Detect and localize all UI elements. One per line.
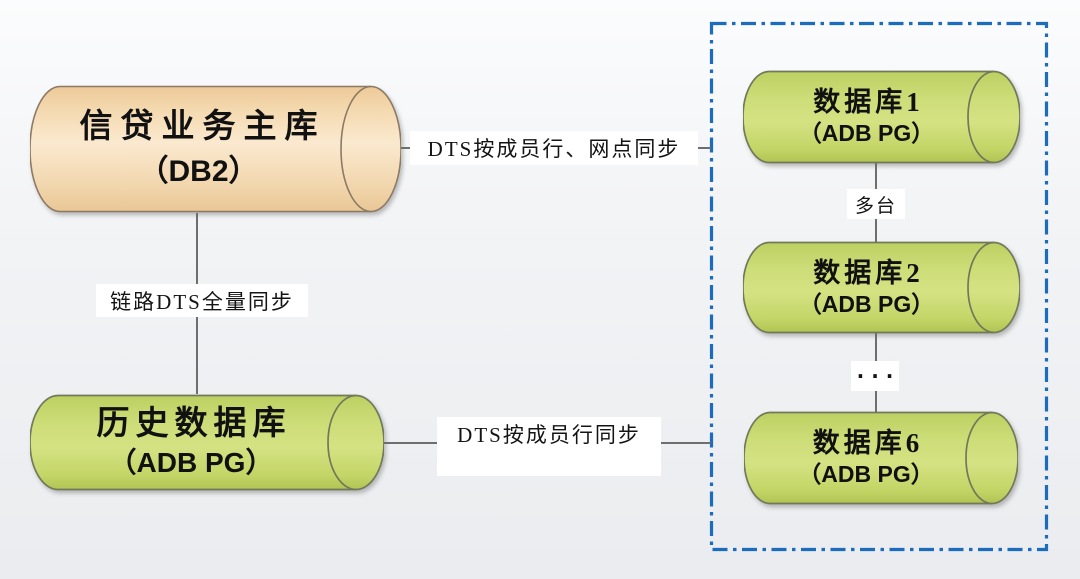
cylinder-shape (30, 394, 384, 491)
node-credit-master-db: 信贷业务主库 （DB2） (30, 85, 401, 213)
node-db6-subtitle: （ADB PG） (798, 461, 934, 488)
node-db1: 数据库1 （ADB PG） (743, 70, 1020, 164)
node-db2-subtitle: （ADB PG） (798, 290, 935, 317)
node-credit-master-subtitle: （DB2） (138, 154, 259, 188)
edge-label-full-sync: 链路DTS全量同步 (96, 284, 308, 317)
node-db2: 数据库2 （ADB PG） (743, 241, 1020, 334)
node-credit-master-title: 信贷业务主库 (79, 108, 326, 145)
cluster-boundary (709, 21, 1049, 552)
node-history-db: 历史数据库 （ADB PG） (30, 394, 384, 491)
cylinder-shape (743, 241, 1020, 334)
node-db6: 数据库6 （ADB PG） (744, 411, 1018, 505)
node-db2-title: 数据库2 (813, 257, 924, 288)
cylinder-shape (744, 411, 1018, 505)
node-history-title: 历史数据库 (96, 405, 292, 442)
edge-label-member-branch-sync: DTS按成员行、网点同步 (410, 131, 698, 165)
node-db6-title: 数据库6 (812, 428, 924, 458)
node-db1-title: 数据库1 (813, 87, 924, 117)
node-db1-subtitle: （ADB PG） (798, 120, 935, 147)
edge-label-member-sync: DTS按成员行同步 (437, 417, 661, 476)
edge-label-ellipsis: ··· (851, 361, 899, 391)
node-history-subtitle: （ADB PG） (108, 447, 274, 479)
cylinder-shape (30, 85, 401, 213)
edge-label-multiple-units: 多台 (847, 189, 905, 219)
cylinder-shape (743, 70, 1020, 164)
